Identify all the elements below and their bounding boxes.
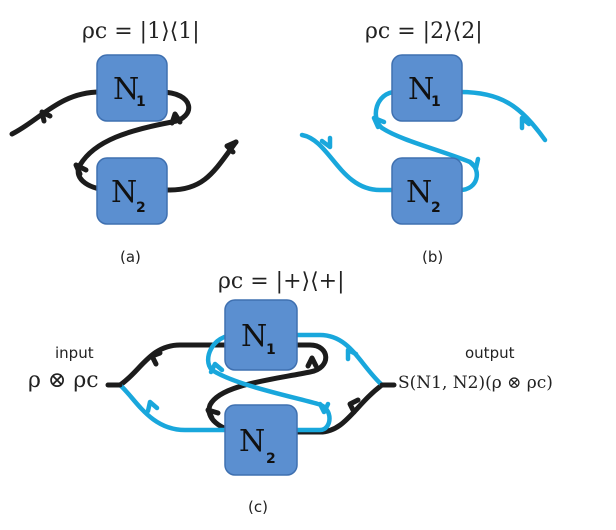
- panel-a-arrow: [224, 139, 239, 155]
- panel-c-box-n2: N 2: [224, 404, 298, 476]
- panel-a-arrow: [169, 111, 183, 126]
- panel-c-arrow: [317, 401, 331, 415]
- box-index: 2: [136, 200, 146, 216]
- panel-c-blue-path: [117, 332, 385, 433]
- box-letter: N: [113, 72, 139, 107]
- panel-a-caption: (a): [120, 248, 141, 266]
- box-letter: N: [406, 175, 432, 210]
- panel-c-arrow: [305, 355, 319, 369]
- panel-c-box-n1: N 1: [224, 299, 298, 371]
- box-letter: N: [241, 319, 267, 354]
- box-letter: N: [239, 424, 265, 459]
- panel-c-arrow: [149, 350, 163, 367]
- panel-c-arrow: [347, 397, 361, 415]
- panel-b-arrow: [467, 156, 481, 171]
- panel-b-state: ρc = |2⟩⟨2|: [365, 19, 483, 44]
- panel-a-box-n1: N 1: [96, 54, 168, 122]
- panel-c-arrow: [145, 399, 160, 414]
- panel-b-box-n1: N 1: [391, 54, 463, 122]
- panel-c-arrow: [205, 407, 221, 421]
- box-index: 2: [431, 200, 441, 216]
- box-letter: N: [408, 72, 434, 107]
- panel-a-state: ρc = |1⟩⟨1|: [82, 19, 200, 44]
- panel-c-arrow: [208, 361, 225, 375]
- panel-c-caption: (c): [248, 498, 268, 516]
- output-label: output: [465, 344, 515, 362]
- panel-a-box-n2: N 2: [96, 157, 168, 225]
- output-expression: S(N1, N2)(ρ ⊗ ρc): [398, 373, 553, 393]
- panel-c: ρc = |+⟩⟨+| N 1 N 2 input ρ ⊗ ρc output …: [28, 269, 553, 516]
- box-index: 1: [266, 342, 276, 358]
- panel-b: ρc = |2⟩⟨2| N 1 N 2 (b): [299, 19, 548, 266]
- box-index: 1: [431, 94, 441, 110]
- panel-c-arrow: [345, 347, 359, 362]
- panel-b-arrow: [519, 115, 532, 131]
- panel-b-box-n2: N 2: [391, 157, 463, 225]
- box-letter: N: [111, 175, 137, 210]
- panel-a-arrow: [73, 162, 89, 177]
- panel-a: ρc = |1⟩⟨1| N 1 N 2 (a): [9, 19, 239, 266]
- panel-b-arrow: [371, 115, 387, 130]
- panel-b-caption: (b): [422, 248, 443, 266]
- panel-c-state: ρc = |+⟩⟨+|: [218, 269, 345, 294]
- box-index: 2: [266, 451, 276, 467]
- input-expression: ρ ⊗ ρc: [28, 368, 99, 393]
- box-index: 1: [136, 94, 146, 110]
- panel-c-black-path: [117, 342, 385, 435]
- panel-b-path: [299, 89, 548, 193]
- panel-a-arrow: [39, 109, 53, 124]
- panel-a-path: [9, 89, 239, 193]
- input-label: input: [55, 344, 94, 362]
- panel-b-arrow: [319, 135, 333, 150]
